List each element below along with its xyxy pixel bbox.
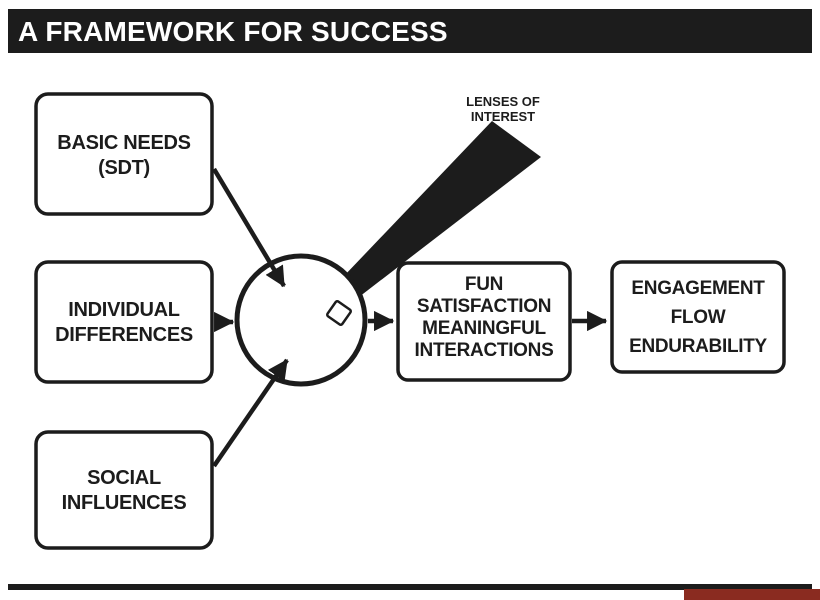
social-influences-line-2: INFLUENCES bbox=[62, 492, 187, 514]
lens-circle bbox=[234, 253, 368, 387]
lenses-beam bbox=[343, 121, 541, 297]
basic-needs-line-1: BASIC NEEDS bbox=[57, 132, 190, 154]
results-line-3: ENDURABILITY bbox=[629, 336, 767, 357]
lenses-label-line-2: INTEREST bbox=[471, 109, 535, 124]
arrow-social-influences bbox=[212, 358, 289, 468]
lens-diamond-icon bbox=[326, 300, 352, 326]
experience-line-4: INTERACTIONS bbox=[415, 340, 554, 361]
experience-line-3: MEANINGFUL bbox=[422, 318, 546, 339]
individual-differences-line-1: INDIVIDUAL bbox=[68, 299, 180, 321]
outcome-box-results bbox=[610, 260, 786, 374]
input-box-basic-needs bbox=[34, 92, 214, 216]
slide-title: A FRAMEWORK FOR SUCCESS bbox=[18, 16, 448, 47]
individual-differences-line-2: DIFFERENCES bbox=[55, 324, 193, 346]
social-influences-line-1: SOCIAL bbox=[87, 467, 161, 489]
input-box-individual-differences bbox=[34, 260, 214, 384]
red-accent-bar bbox=[684, 589, 820, 600]
bottom-rule bbox=[8, 584, 812, 590]
experience-line-2: SATISFACTION bbox=[417, 296, 551, 317]
outcome-box-experience bbox=[396, 261, 572, 382]
arrow-basic-needs bbox=[212, 167, 286, 288]
results-line-1: ENGAGEMENT bbox=[631, 278, 765, 299]
results-line-2: FLOW bbox=[671, 307, 726, 328]
basic-needs-line-2: (SDT) bbox=[98, 157, 150, 179]
input-box-social-influences bbox=[34, 430, 214, 550]
experience-line-1: FUN bbox=[465, 274, 503, 295]
lenses-label-line-1: LENSES OF bbox=[466, 94, 540, 109]
title-bar bbox=[8, 9, 812, 53]
